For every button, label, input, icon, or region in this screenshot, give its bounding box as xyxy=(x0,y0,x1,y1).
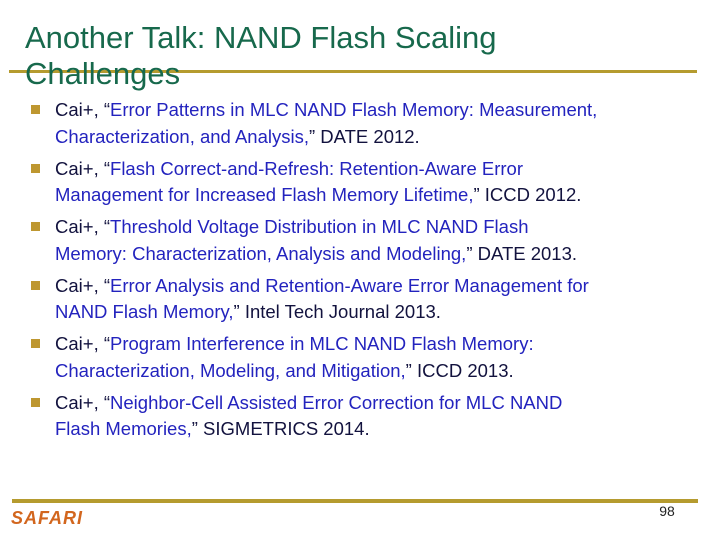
reference-author: Cai+, “ xyxy=(55,157,111,179)
reference-item: Cai+, “Error Patterns in MLC NAND Flash … xyxy=(0,97,710,150)
reference-venue: ” ICCD 2013. xyxy=(405,359,514,381)
reference-link[interactable]: NAND Flash Memory, xyxy=(55,301,234,322)
page-number: 98 xyxy=(659,503,675,519)
reference-venue: ” SIGMETRICS 2014. xyxy=(191,418,370,439)
bullet-square-icon xyxy=(31,397,40,407)
reference-venue: ” DATE 2012. xyxy=(309,125,420,147)
bullet-square-icon xyxy=(31,222,40,231)
reference-venue: ” ICCD 2012. xyxy=(473,184,582,205)
reference-item: Cai+, “Threshold Voltage Distribution in… xyxy=(0,214,710,267)
safari-logo: SAFARI xyxy=(11,508,84,528)
footer-divider xyxy=(12,499,698,503)
reference-link[interactable]: Flash Memories, xyxy=(55,418,192,439)
reference-item: Cai+, “Program Interference in MLC NAND … xyxy=(0,331,710,384)
reference-venue: ” DATE 2013. xyxy=(466,242,578,264)
reference-link[interactable]: Flash Correct-and-Refresh: Retention-Awa… xyxy=(110,157,523,179)
reference-list: Cai+, “Error Patterns in MLC NAND Flash … xyxy=(0,97,710,448)
slide-title-line1: Another Talk: NAND Flash Scaling xyxy=(25,20,497,55)
reference-link[interactable]: Error Patterns in MLC NAND Flash Memory:… xyxy=(110,99,598,120)
reference-link[interactable]: Memory: Characterization, Analysis and M… xyxy=(55,242,467,264)
reference-item: Cai+, “Error Analysis and Retention-Awar… xyxy=(0,273,710,326)
slide-title-line2: Challenges xyxy=(25,56,181,91)
reference-link[interactable]: Neighbor-Cell Assisted Error Correction … xyxy=(110,391,563,413)
bullet-square-icon xyxy=(31,163,40,173)
reference-venue: ” Intel Tech Journal 2013. xyxy=(233,301,441,322)
reference-author: Cai+, “ xyxy=(55,333,111,354)
reference-item: Cai+, “Neighbor-Cell Assisted Error Corr… xyxy=(0,390,710,443)
reference-link[interactable]: Program Interference in MLC NAND Flash M… xyxy=(110,333,534,354)
bullet-square-icon xyxy=(31,339,40,348)
bullet-square-icon xyxy=(31,105,40,114)
reference-link[interactable]: Management for Increased Flash Memory Li… xyxy=(55,184,474,205)
reference-author: Cai+, “ xyxy=(55,274,111,296)
title-divider xyxy=(9,70,697,73)
reference-author: Cai+, “ xyxy=(55,99,111,120)
bullet-square-icon xyxy=(31,280,40,290)
reference-link[interactable]: Characterization, Modeling, and Mitigati… xyxy=(55,359,406,381)
reference-item: Cai+, “Flash Correct-and-Refresh: Retent… xyxy=(0,156,710,209)
reference-author: Cai+, “ xyxy=(55,216,111,237)
reference-author: Cai+, “ xyxy=(55,391,111,413)
reference-link[interactable]: Error Analysis and Retention-Aware Error… xyxy=(110,274,589,296)
slide-title: Another Talk: NAND Flash Scaling Challen… xyxy=(25,20,497,92)
reference-link[interactable]: Characterization, and Analysis, xyxy=(55,125,309,147)
reference-link[interactable]: Threshold Voltage Distribution in MLC NA… xyxy=(110,216,529,237)
